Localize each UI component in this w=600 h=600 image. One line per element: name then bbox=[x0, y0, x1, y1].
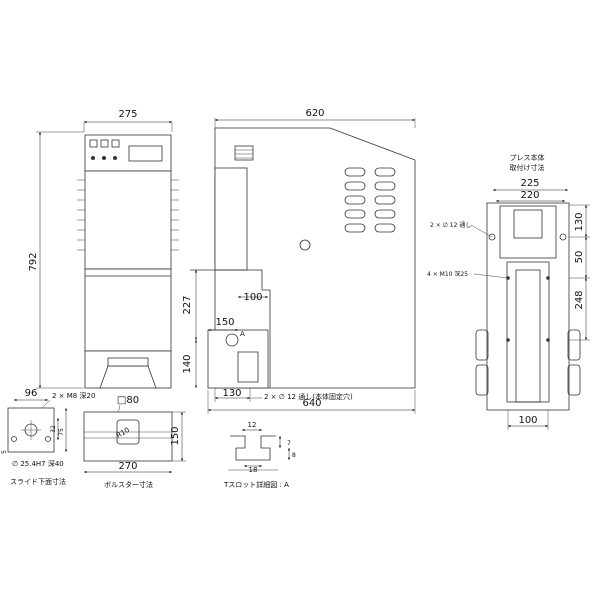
tslot-profile bbox=[230, 435, 276, 461]
side-dim-227: 227 bbox=[182, 295, 193, 314]
side-dim-130: 130 bbox=[222, 388, 241, 399]
tslot-dim-18: 18 bbox=[249, 466, 258, 474]
slide-tap-note: 2 × M8 深20 bbox=[52, 391, 95, 400]
side-port bbox=[299, 239, 311, 251]
indicator-lamp-1 bbox=[91, 156, 95, 160]
slide-bore-note: ∅ 25.4H7 深40 bbox=[12, 459, 64, 468]
tslot-dim-7: 7 bbox=[287, 440, 291, 447]
mount-hole-left bbox=[488, 233, 496, 241]
bolster-dim-150: 150 bbox=[170, 426, 181, 445]
side-vents bbox=[344, 167, 396, 233]
front-view: 275 792 bbox=[28, 109, 179, 389]
mount-title-1: プレス本体 bbox=[510, 153, 545, 162]
slide-caption: スライド下面寸法 bbox=[10, 477, 66, 486]
bolster-view: □80 R10 150 270 ボルスター寸法 bbox=[83, 395, 186, 489]
mount-dim-225: 225 bbox=[520, 178, 539, 189]
side-fins bbox=[77, 179, 179, 251]
tslot-view: 12 7 8 18 Tスロット詳細図 : A bbox=[223, 421, 296, 489]
mark-a: A bbox=[240, 330, 245, 338]
mount-dim-100: 100 bbox=[518, 415, 537, 426]
slide-dim-75: 75 bbox=[58, 428, 65, 436]
tslot-circle-a bbox=[225, 333, 239, 347]
side-head bbox=[214, 167, 248, 271]
lower-frame bbox=[84, 350, 172, 389]
mount-dim-130: 130 bbox=[574, 212, 585, 231]
side-top-vent bbox=[234, 145, 254, 161]
bolster-caption: ボルスター寸法 bbox=[104, 480, 153, 489]
mount-plate bbox=[486, 202, 570, 411]
mount-hole-note: 2 × ∅ 12 通し bbox=[430, 221, 471, 229]
mount-dim-248: 248 bbox=[574, 290, 585, 309]
start-button bbox=[100, 139, 109, 148]
slide-dim-96: 96 bbox=[25, 388, 38, 399]
mount-tap-note: 4 × M10 深25 bbox=[427, 270, 468, 278]
tslot-caption: Tスロット詳細図 : A bbox=[223, 480, 289, 489]
side-hole-note: 2 × ∅ 12 通し(本体固定穴) bbox=[264, 392, 353, 401]
mount-dim-50: 50 bbox=[574, 251, 585, 264]
slide-dim-32: 32 bbox=[50, 425, 57, 433]
mount-dim-220: 220 bbox=[520, 190, 539, 201]
bolster-plate bbox=[83, 411, 173, 462]
front-height-label: 792 bbox=[28, 252, 39, 271]
side-view: 620 A 100 150 bbox=[182, 108, 416, 414]
side-base-width-label: 640 bbox=[302, 398, 321, 409]
side-width-label: 620 bbox=[305, 108, 324, 119]
bolster-dim-270: 270 bbox=[118, 461, 137, 472]
tslot-dim-12: 12 bbox=[248, 421, 257, 429]
slide-block bbox=[84, 268, 172, 352]
stop-button bbox=[111, 139, 120, 148]
front-width-label: 275 bbox=[118, 109, 137, 120]
display-screen bbox=[128, 145, 163, 162]
indicator-lamp-2 bbox=[102, 156, 106, 160]
bolster-front bbox=[107, 357, 149, 367]
side-dim-140: 140 bbox=[182, 354, 193, 373]
power-button bbox=[89, 139, 98, 148]
bolster-dim-80: □80 bbox=[117, 395, 139, 406]
indicator-lamp-3 bbox=[113, 156, 117, 160]
slide-view: 96 2 × M8 深20 32 75 5 ∅ 25.4H7 深40 スライド下… bbox=[1, 388, 95, 486]
slide-dim-5: 5 bbox=[1, 450, 8, 454]
upper-body bbox=[84, 170, 172, 270]
side-dim-100: 100 bbox=[243, 292, 262, 303]
mount-title-2: 取付け寸法 bbox=[510, 163, 545, 172]
mount-view: プレス本体 取付け寸法 225 220 130 50 bbox=[427, 153, 590, 430]
tslot-dim-8: 8 bbox=[292, 452, 296, 459]
mount-hole-right bbox=[559, 233, 567, 241]
side-dim-150: 150 bbox=[215, 317, 234, 328]
